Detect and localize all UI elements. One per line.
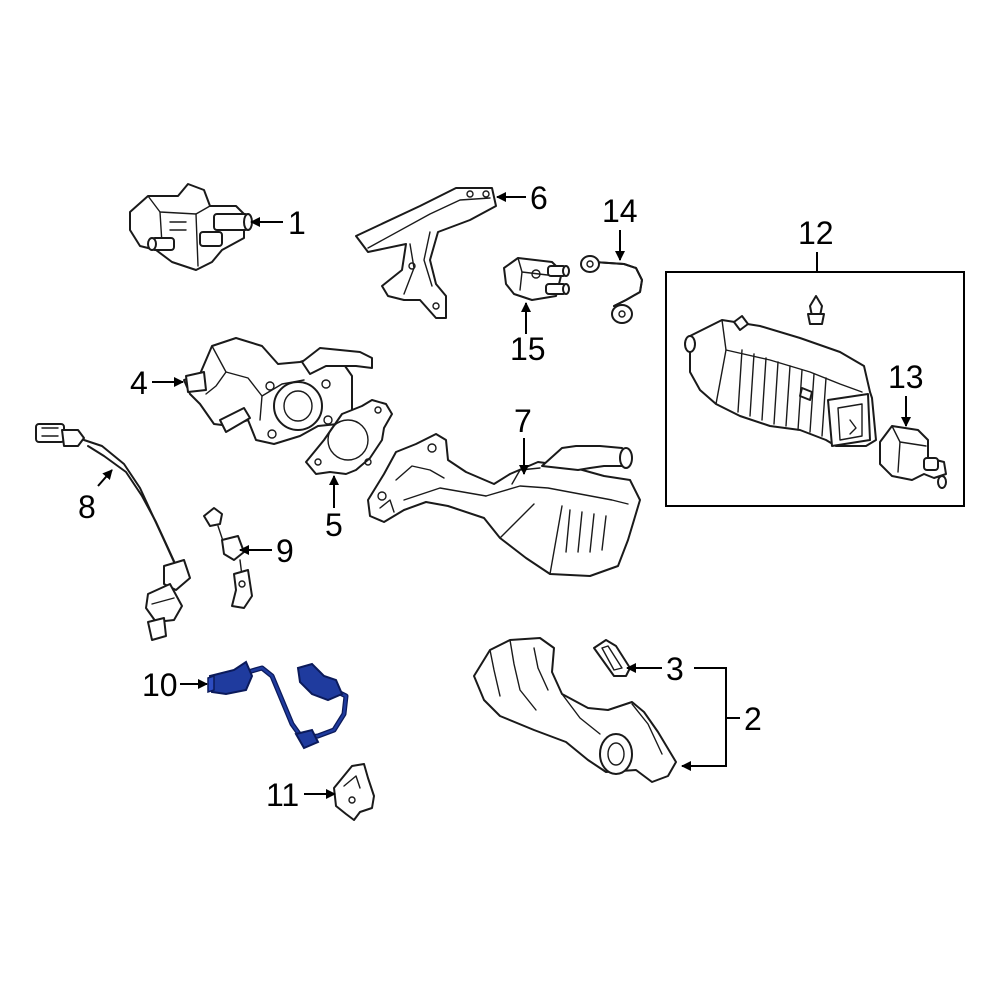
callout-13[interactable]: 13 [888, 359, 924, 395]
callout-11[interactable]: 11 [266, 777, 299, 813]
part-15-pressure-sensor[interactable] [503, 257, 570, 301]
part-14-vacuum-pipe[interactable] [580, 255, 643, 324]
leader-2 [681, 667, 727, 771]
part-1-egr-valve[interactable] [129, 183, 253, 271]
part-7-egr-cooler[interactable] [367, 433, 641, 577]
callout-2[interactable]: 2 [744, 701, 762, 737]
callout-9[interactable]: 9 [276, 533, 294, 569]
part-3-gasket[interactable] [593, 639, 631, 677]
callout-8[interactable]: 8 [78, 489, 96, 525]
part-12-charcoal-canister[interactable] [684, 315, 877, 447]
callout-6[interactable]: 6 [530, 180, 548, 216]
part-2-egr-pipe[interactable] [473, 637, 677, 783]
part-5-gasket[interactable] [305, 399, 393, 475]
part-10-oxygen-sensor-highlighted[interactable] [207, 660, 349, 750]
callout-7[interactable]: 7 [514, 403, 532, 439]
part-8-oxygen-sensor[interactable] [35, 423, 191, 641]
callout-12[interactable]: 12 [798, 215, 834, 251]
callout-14[interactable]: 14 [602, 193, 638, 229]
leader-lines [97, 192, 911, 799]
part-4-egr-valve-assembly[interactable] [183, 337, 373, 445]
callout-1[interactable]: 1 [288, 205, 306, 241]
part-6-bracket[interactable] [355, 187, 497, 319]
callout-5[interactable]: 5 [325, 507, 343, 543]
part-12-group-box [665, 271, 965, 507]
part-11-bracket[interactable] [333, 763, 375, 821]
callout-4[interactable]: 4 [130, 365, 148, 401]
part-9-sensor-bracket[interactable] [203, 507, 253, 609]
part-13-purge-valve[interactable] [879, 425, 947, 489]
part-12-clip[interactable] [807, 295, 825, 325]
callout-numbers: 1 6 14 15 12 13 4 5 7 8 9 10 11 3 2 [78, 180, 924, 813]
callout-3[interactable]: 3 [666, 651, 684, 687]
callout-15[interactable]: 15 [510, 331, 546, 367]
callout-10[interactable]: 10 [142, 667, 178, 703]
leader-8 [97, 469, 113, 487]
